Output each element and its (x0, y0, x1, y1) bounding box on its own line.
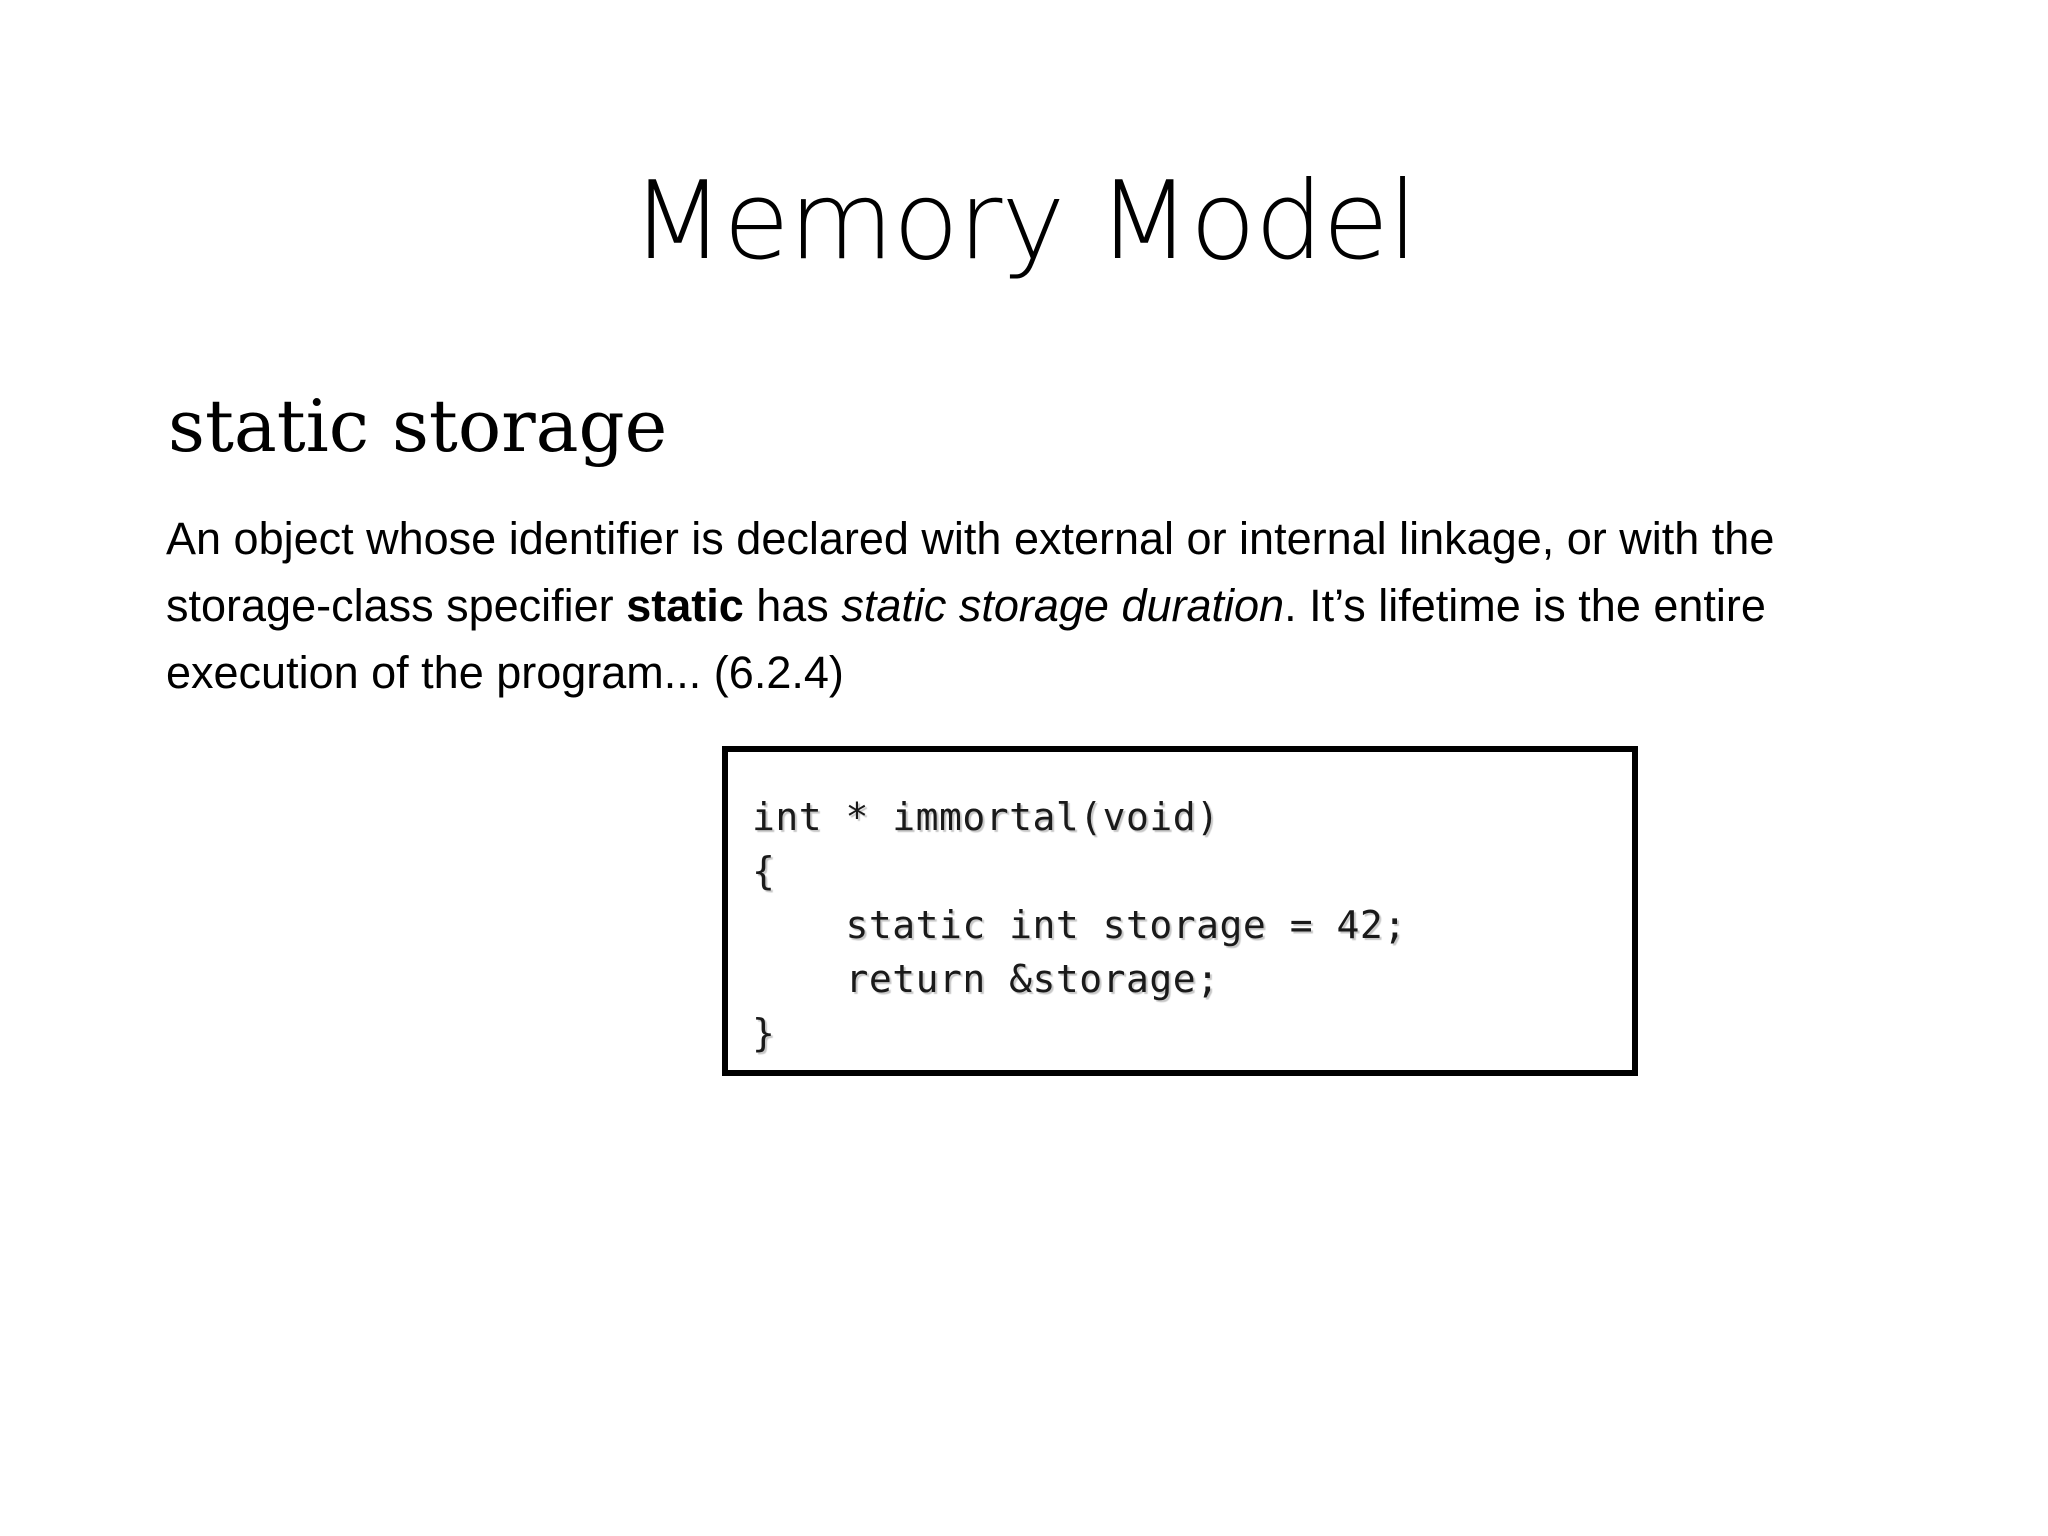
body-paragraph: An object whose identifier is declared w… (166, 505, 1806, 706)
body-text-keyword-static: static (626, 580, 744, 631)
page-title: Memory Model (631, 159, 1418, 285)
body-text-part-2: has (743, 580, 842, 631)
code-block: int * immortal(void) { static int storag… (752, 795, 1407, 1055)
body-text-part-3: . It’s lifetime is the entire execution … (166, 580, 1766, 698)
body-text-part-1: An object whose identifier is declared w… (166, 513, 1775, 631)
code-example-box: int * immortal(void) { static int storag… (722, 746, 1638, 1076)
section-subtitle: static storage (168, 383, 668, 468)
body-text-italic-phrase: static storage duration (841, 580, 1285, 631)
